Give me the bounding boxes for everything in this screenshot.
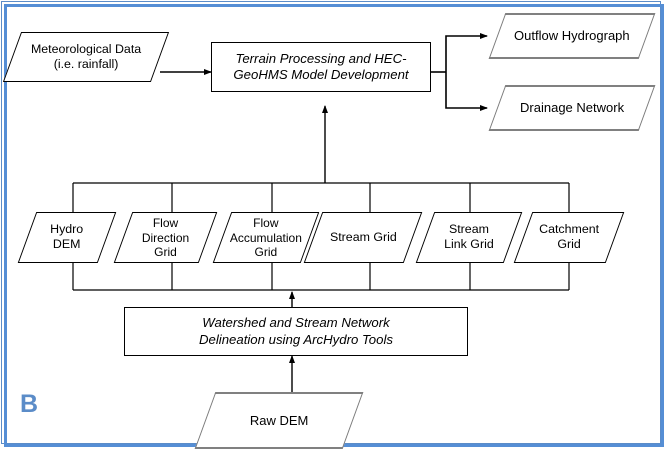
node-meteorological-data-label: Meteorological Data (i.e. rainfall) xyxy=(30,41,142,71)
panel-label-b: B xyxy=(20,390,39,418)
grid-item-flow-accumulation-grid[interactable]: Flow Accumulation Grid xyxy=(212,212,320,263)
node-raw-dem-label: Raw DEM xyxy=(249,412,309,428)
node-terrain-processing[interactable]: Terrain Processing and HEC- GeoHMS Model… xyxy=(211,42,431,92)
node-drainage-network[interactable]: Drainage Network xyxy=(488,85,656,131)
node-terrain-processing-line1: Terrain Processing and HEC- xyxy=(235,50,407,66)
node-terrain-processing-line2: GeoHMS Model Development xyxy=(233,67,409,82)
grid-item-hydro-dem-label: Hydro DEM xyxy=(50,222,84,252)
arrow-terrain-to-drainage xyxy=(445,72,488,111)
node-raw-dem[interactable]: Raw DEM xyxy=(194,392,364,449)
node-outflow-hydrograph-label: Outflow Hydrograph xyxy=(514,28,630,44)
grid-item-stream-link-grid-label: Stream Link Grid xyxy=(444,222,494,252)
grid-item-stream-link-grid[interactable]: Stream Link Grid xyxy=(415,212,523,263)
grid-item-catchment-grid[interactable]: Catchment Grid xyxy=(513,212,625,263)
grid-item-flow-accumulation-grid-label: Flow Accumulation Grid xyxy=(229,215,303,259)
node-drainage-network-label: Drainage Network xyxy=(519,100,625,116)
grid-item-flow-direction-grid-label: Flow Direction Grid xyxy=(141,215,190,259)
node-watershed-delineation[interactable]: Watershed and Stream Network Delineation… xyxy=(124,307,468,356)
node-watershed-delineation-line1: Watershed and Stream Network xyxy=(202,315,390,331)
node-outflow-hydrograph[interactable]: Outflow Hydrograph xyxy=(488,13,656,59)
node-meteorological-data[interactable]: Meteorological Data (i.e. rainfall) xyxy=(2,32,170,82)
grid-item-stream-grid-label: Stream Grid xyxy=(329,229,397,244)
arrow-terrain-to-outflow xyxy=(445,33,488,72)
grid-item-catchment-grid-label: Catchment Grid xyxy=(539,222,599,252)
grid-item-stream-grid[interactable]: Stream Grid xyxy=(303,212,423,263)
node-watershed-delineation-line2: Delineation using ArcHydro Tools xyxy=(198,331,393,347)
